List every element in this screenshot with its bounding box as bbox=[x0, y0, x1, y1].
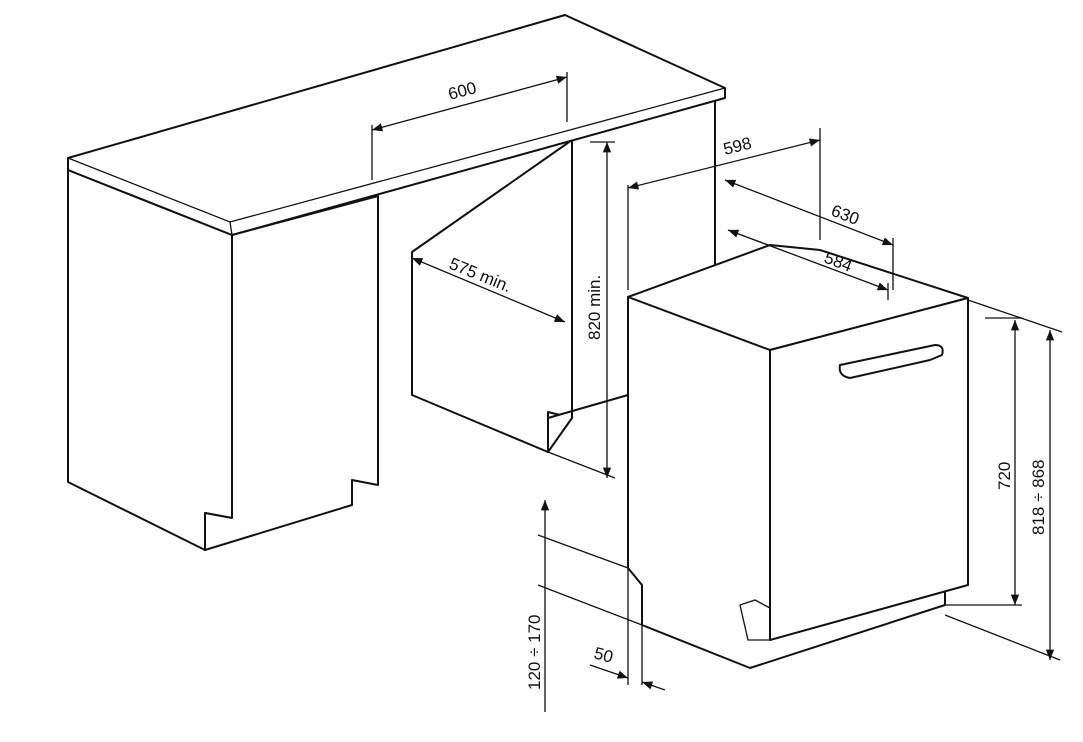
left-cabinet bbox=[67, 169, 379, 551]
dim-total-height: 818 ÷ 868 bbox=[1029, 459, 1048, 535]
dimension-lines bbox=[371, 72, 1063, 712]
dim-plinth-height: 120 ÷ 170 bbox=[525, 614, 544, 690]
dishwasher bbox=[627, 244, 969, 669]
dim-niche-height: 820 min. bbox=[585, 275, 604, 340]
dim-depth-with-door: 630 bbox=[829, 201, 862, 229]
door-handle bbox=[838, 344, 944, 379]
dim-door-height: 720 bbox=[995, 462, 1014, 490]
dim-plinth-offset: 50 bbox=[592, 644, 615, 667]
dim-appliance-width: 598 bbox=[721, 134, 753, 159]
